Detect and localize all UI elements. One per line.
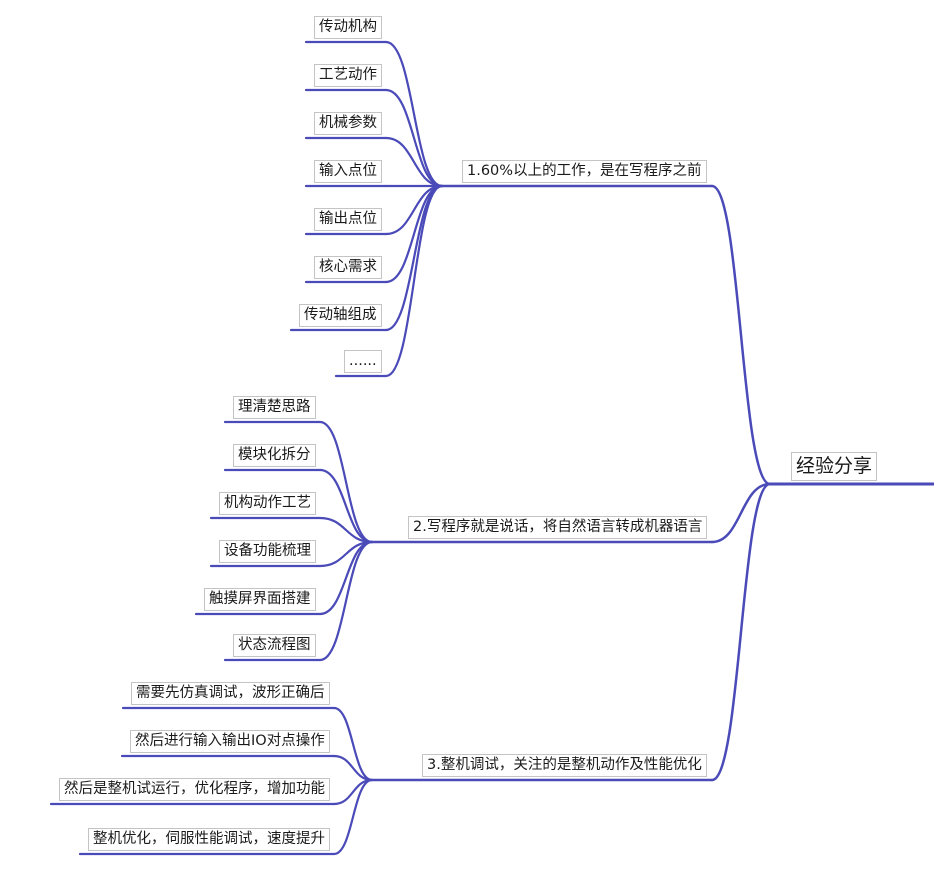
connector-branch-2-child-6 [318, 540, 374, 662]
branch-1-child-7[interactable]: 传动轴组成 [299, 304, 382, 327]
connector-branch-1-child-8 [384, 184, 444, 378]
connector-root-branch-2 [710, 482, 772, 544]
connector-branch-1-child-3 [384, 136, 444, 188]
connector-branch-2-child-2 [318, 468, 374, 544]
branch-3-child-4[interactable]: 整机优化，伺服性能调试，速度提升 [88, 828, 330, 851]
connector-root-branch-1 [710, 184, 772, 486]
connector-branch-1-child-5 [384, 184, 444, 236]
connector-root-branch-3 [710, 482, 772, 782]
connector-branch-2-child-1 [318, 420, 374, 544]
branch-1-child-3[interactable]: 机械参数 [314, 112, 382, 135]
branch-2-child-6[interactable]: 状态流程图 [233, 634, 316, 657]
connector-branch-3-child-1 [332, 706, 374, 782]
branch-2-child-5[interactable]: 触摸屏界面搭建 [204, 588, 316, 611]
branch-2-child-1[interactable]: 理清楚思路 [233, 396, 316, 419]
branch-1-child-5[interactable]: 输出点位 [314, 208, 382, 231]
connector-branch-2-child-3 [318, 516, 374, 544]
branch-2-child-4[interactable]: 设备功能梳理 [219, 540, 316, 563]
connector-branch-3-child-4 [332, 778, 374, 856]
branch-1-child-8[interactable]: ...... [344, 350, 382, 373]
branch-3-label[interactable]: 3.整机调试，关注的是整机动作及性能优化 [422, 754, 707, 777]
connector-branch-1-child-2 [384, 88, 444, 188]
branch-2-child-3[interactable]: 机构动作工艺 [219, 492, 316, 515]
connector-branch-3-child-2 [332, 754, 374, 782]
root-node-label[interactable]: 经验分享 [791, 452, 878, 481]
branch-1-child-2[interactable]: 工艺动作 [314, 64, 382, 87]
connector-branch-1-child-6 [384, 184, 444, 284]
connector-branch-1-child-7 [384, 184, 444, 332]
branch-2-label[interactable]: 2.写程序就是说话，将自然语言转成机器语言 [408, 516, 708, 539]
branch-2-child-2[interactable]: 模块化拆分 [233, 444, 316, 467]
branch-1-child-4[interactable]: 输入点位 [314, 160, 382, 183]
branch-1-child-1[interactable]: 传动机构 [314, 16, 382, 39]
branch-3-child-3[interactable]: 然后是整机试运行，优化程序，增加功能 [59, 778, 330, 801]
branch-1-child-6[interactable]: 核心需求 [314, 256, 382, 279]
branch-3-child-2[interactable]: 然后进行输入输出IO对点操作 [130, 730, 330, 753]
branch-3-child-1[interactable]: 需要先仿真调试，波形正确后 [131, 682, 330, 705]
branch-1-label[interactable]: 1.60%以上的工作，是在写程序之前 [462, 160, 707, 183]
connector-branch-1-child-1 [384, 40, 444, 188]
